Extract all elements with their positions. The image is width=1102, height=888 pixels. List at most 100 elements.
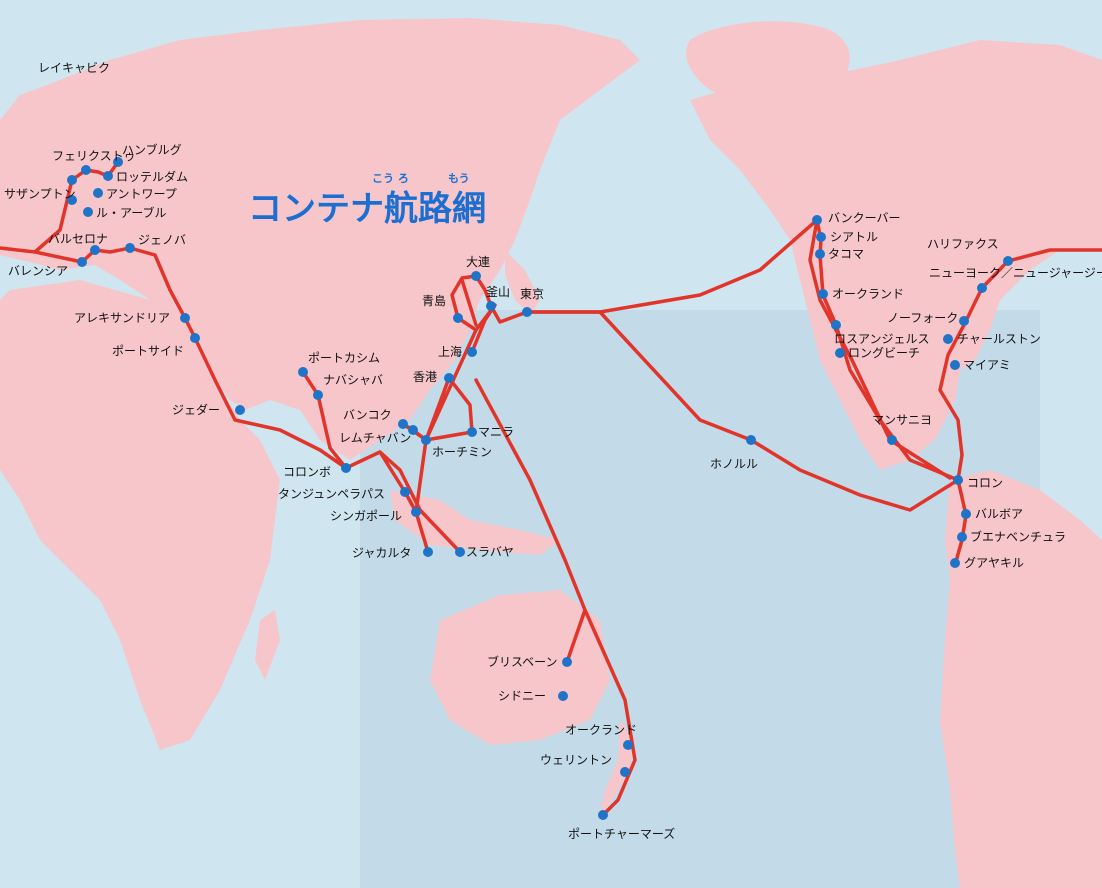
label-auckland-nz: オークランド xyxy=(565,723,637,737)
port-southampton[interactable] xyxy=(67,195,77,205)
port-shanghai[interactable] xyxy=(467,347,477,357)
label-tanjungpelepas: タンジュンペラパス xyxy=(278,487,385,501)
label-oakland-us: オークランド xyxy=(832,287,904,301)
port-losangeles[interactable] xyxy=(831,320,841,330)
label-halifax: ハリファクス xyxy=(927,237,999,251)
title-ruby-koro: こう ろ xyxy=(372,172,409,185)
port-guayaquil[interactable] xyxy=(950,558,960,568)
label-reykjavik: レイキャビク xyxy=(38,61,110,75)
port-miami[interactable] xyxy=(950,360,960,370)
port-barcelona[interactable] xyxy=(90,245,100,255)
port-hongkong[interactable] xyxy=(444,373,454,383)
port-nhavasheva[interactable] xyxy=(313,390,323,400)
label-tokyo: 東京 xyxy=(520,287,544,301)
label-surabaya: スラバヤ xyxy=(466,545,514,559)
label-colon: コロン xyxy=(967,476,1003,490)
port-longbeach[interactable] xyxy=(835,348,845,358)
eurasia-land xyxy=(0,18,640,460)
port-honolulu[interactable] xyxy=(746,435,756,445)
label-sydney: シドニー xyxy=(498,689,546,703)
label-colombo: コロンボ xyxy=(283,465,331,479)
port-surabaya[interactable] xyxy=(455,547,465,557)
label-brisbane: ブリスベーン xyxy=(487,654,558,669)
port-dalian[interactable] xyxy=(471,271,481,281)
australia-land xyxy=(430,590,610,745)
label-tacoma: タコマ xyxy=(828,247,864,261)
port-manzanillo[interactable] xyxy=(887,435,897,445)
label-bangkok: バンコク xyxy=(343,408,392,422)
label-jeddah: ジェダー xyxy=(172,402,220,417)
port-wellington[interactable] xyxy=(620,767,630,777)
port-sydney[interactable] xyxy=(558,691,568,701)
port-buenaventura[interactable] xyxy=(957,532,967,542)
port-colon[interactable] xyxy=(953,475,963,485)
port-jeddah[interactable] xyxy=(235,405,245,415)
port-newyork[interactable] xyxy=(1003,256,1013,266)
label-portsaid: ポートサイド xyxy=(112,344,184,358)
label-jakarta: ジャカルタ xyxy=(352,546,411,560)
map-title: コンテナ航路網 xyxy=(248,189,486,229)
label-wellington: ウェリントン xyxy=(540,753,612,767)
label-lehavre: ル・アーブル xyxy=(96,205,167,220)
port-bangkok[interactable] xyxy=(398,419,408,429)
port-seattle[interactable] xyxy=(816,232,826,242)
port-felixstowe[interactable] xyxy=(67,175,77,185)
port-norfolk[interactable] xyxy=(959,316,969,326)
label-rotterdam: ロッテルダム xyxy=(116,169,188,184)
port-brisbane[interactable] xyxy=(562,657,572,667)
port-oakland-us[interactable] xyxy=(818,289,828,299)
port-genoa[interactable] xyxy=(125,243,135,253)
port-auckland-nz[interactable] xyxy=(623,740,633,750)
label-vancouver: バンクーバー xyxy=(828,211,900,225)
port-felixstowe-2[interactable] xyxy=(81,165,91,175)
port-busan[interactable] xyxy=(486,301,496,311)
label-manila: マニラ xyxy=(478,425,514,439)
port-halifax-ny[interactable] xyxy=(977,283,987,293)
port-portqasim[interactable] xyxy=(298,367,308,377)
label-hamburg: ハンブルグ xyxy=(122,142,182,157)
port-balboa[interactable] xyxy=(961,509,971,519)
label-hongkong: 香港 xyxy=(413,370,437,384)
label-miami: マイアミ xyxy=(963,358,1011,372)
port-lehavre[interactable] xyxy=(83,207,93,217)
label-manzanillo: マンサニヨ xyxy=(872,413,932,427)
port-portchalmers[interactable] xyxy=(598,810,608,820)
port-jakarta[interactable] xyxy=(423,547,433,557)
port-hochiminh[interactable] xyxy=(421,435,431,445)
port-labels: レイキャビク フェリクストゥ ハンブルグ ロッテルダム サザンプトン アントワー… xyxy=(4,61,1102,841)
label-portchalmers: ポートチャーマーズ xyxy=(568,826,675,841)
label-norfolk: ノーフォーク xyxy=(887,311,958,325)
port-qingdao[interactable] xyxy=(453,313,463,323)
port-manila[interactable] xyxy=(467,427,477,437)
landmasses xyxy=(0,18,1102,888)
label-guayaquil: グアヤキル xyxy=(964,556,1024,570)
port-laemchabang[interactable] xyxy=(408,425,418,435)
label-portqasim: ポートカシム xyxy=(308,351,380,365)
label-hochiminh: ホーチミン xyxy=(432,445,492,459)
label-southampton: サザンプトン xyxy=(4,187,76,201)
japan-land xyxy=(505,250,540,315)
port-singapore[interactable] xyxy=(411,507,421,517)
port-vancouver[interactable] xyxy=(812,215,822,225)
port-hamburg[interactable] xyxy=(113,157,123,167)
label-balboa: バルボア xyxy=(975,507,1023,521)
title-ruby-mou: もう xyxy=(448,172,470,185)
port-tanjungpelepas[interactable] xyxy=(400,487,410,497)
label-dalian: 大連 xyxy=(466,255,490,269)
label-singapore: シンガポール xyxy=(330,509,402,523)
label-qingdao: 青島 xyxy=(422,293,446,308)
port-valencia[interactable] xyxy=(77,257,87,267)
port-portsaid[interactable] xyxy=(190,333,200,343)
route-transpacific-south xyxy=(525,310,960,512)
north-america-land xyxy=(690,40,1102,470)
label-laemchabang: レムチャバン xyxy=(339,431,411,445)
port-colombo[interactable] xyxy=(341,463,351,473)
port-alexandria[interactable] xyxy=(180,313,190,323)
port-tacoma[interactable] xyxy=(815,249,825,259)
label-losangeles: ロスアンジェルス xyxy=(834,332,930,346)
port-charleston[interactable] xyxy=(943,334,953,344)
port-markers xyxy=(67,157,1013,820)
port-tokyo[interactable] xyxy=(522,307,532,317)
port-rotterdam[interactable] xyxy=(103,171,113,181)
port-antwerp[interactable] xyxy=(93,188,103,198)
